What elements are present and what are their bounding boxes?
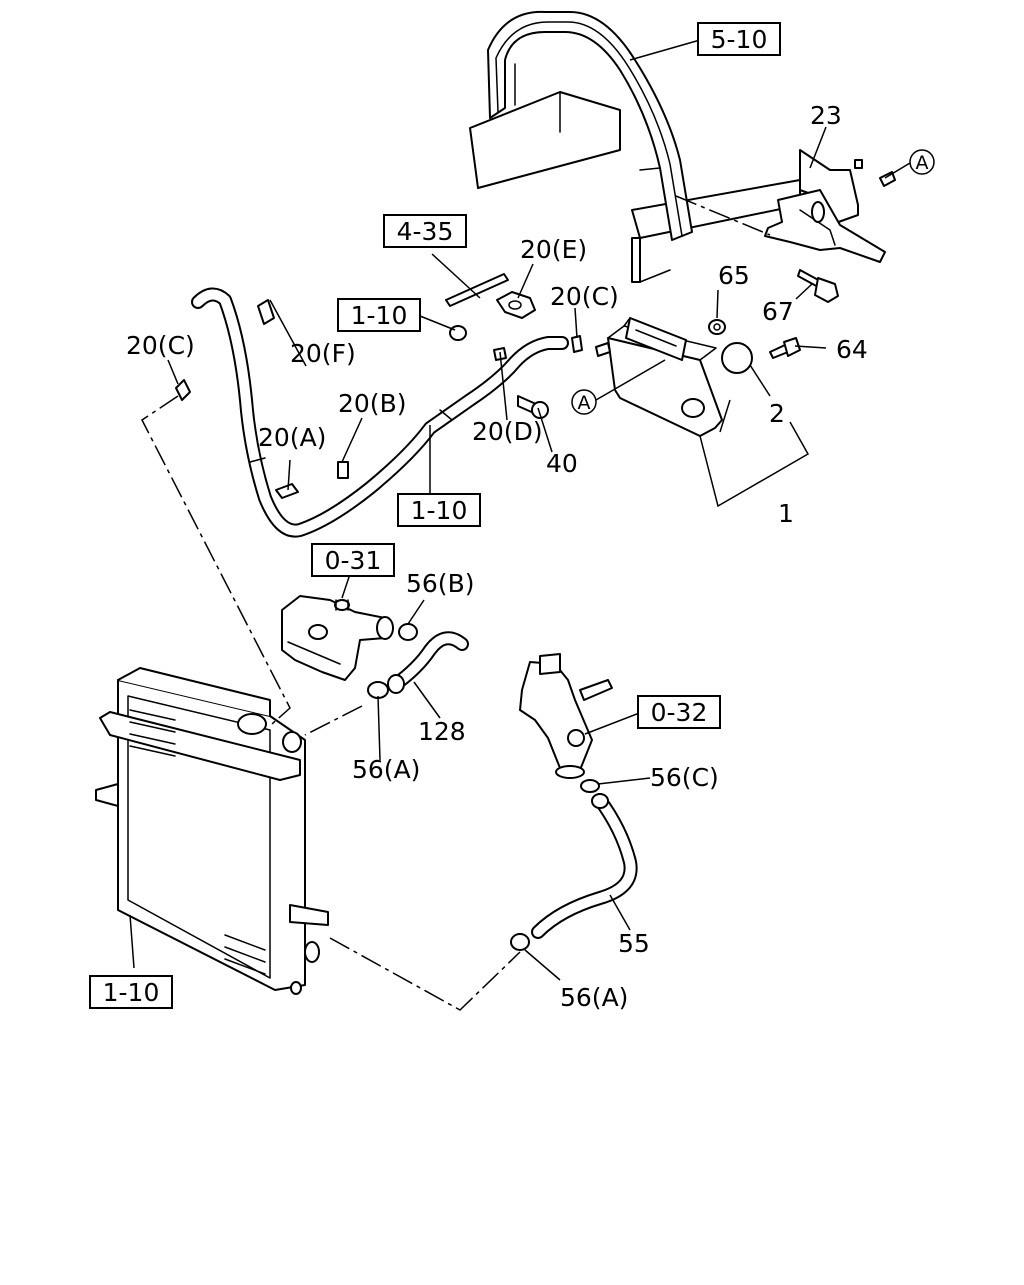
lower-hose-drawing <box>510 793 638 951</box>
part-label: 20(F) <box>290 339 356 368</box>
part-label: 56(A) <box>352 755 420 784</box>
part-label: 20(D) <box>472 417 543 446</box>
reservoir-tank-drawing <box>595 317 753 437</box>
connection-lines <box>141 195 771 1011</box>
part-labels: 23 65 67 64 2 1 20(C) 20(F) 20(B) 20(A) … <box>126 101 868 1012</box>
part-label: 56(C) <box>650 763 719 792</box>
part-label: 55 <box>618 929 650 958</box>
part-label: 128 <box>418 717 466 746</box>
thermostat-housing-drawing <box>281 595 418 681</box>
radiator-drawing <box>95 667 329 995</box>
small-parts-drawing <box>445 273 549 419</box>
circle-marker-a-top: A <box>909 149 935 175</box>
part-label: 23 <box>810 101 842 130</box>
part-label: 56(B) <box>406 569 474 598</box>
leader-lines <box>129 39 911 981</box>
bolt-67-drawing <box>797 269 839 303</box>
ref-box-label: 5-10 <box>711 25 768 54</box>
bolt-64-drawing <box>769 337 801 359</box>
ref-box-5-10: 5-10 <box>697 22 781 56</box>
circle-marker-label: A <box>578 392 591 414</box>
part-label: 67 <box>762 297 794 326</box>
nut-65-drawing <box>708 319 726 335</box>
ref-box-1-10-upper: 1-10 <box>337 298 421 332</box>
part-label: 20(C) <box>126 331 195 360</box>
ref-box-4-35: 4-35 <box>383 214 467 248</box>
part-label: 20(B) <box>338 389 406 418</box>
ref-box-label: 4-35 <box>397 217 454 246</box>
circle-marker-label: A <box>916 152 929 174</box>
part-label: 56(A) <box>560 983 628 1012</box>
ref-box-label: 1-10 <box>103 978 160 1007</box>
part-label: 2 <box>769 399 785 428</box>
part-label: 65 <box>718 261 750 290</box>
ref-box-label: 0-31 <box>325 546 382 575</box>
ref-box-label: 1-10 <box>411 496 468 525</box>
circle-marker-a-tank: A <box>571 389 597 415</box>
part-label: 20(A) <box>258 423 326 452</box>
part-label: 64 <box>836 335 868 364</box>
ref-box-1-10-radiator: 1-10 <box>89 975 173 1009</box>
part-label: 40 <box>546 449 578 478</box>
vent-hose-drawing <box>191 287 569 538</box>
water-outlet-drawing <box>519 653 613 793</box>
ref-box-0-31: 0-31 <box>311 543 395 577</box>
bracket-drawing <box>764 149 896 263</box>
part-label: 20(C) <box>550 282 619 311</box>
ref-box-label: 0-32 <box>651 698 708 727</box>
cab-frame-drawing <box>469 10 801 283</box>
ref-box-label: 1-10 <box>351 301 408 330</box>
ref-box-1-10-hose: 1-10 <box>397 493 481 527</box>
part-label: 1 <box>778 499 794 528</box>
upper-hose-drawing <box>367 631 469 699</box>
ref-box-0-32: 0-32 <box>637 695 721 729</box>
part-label: 20(E) <box>520 235 587 264</box>
